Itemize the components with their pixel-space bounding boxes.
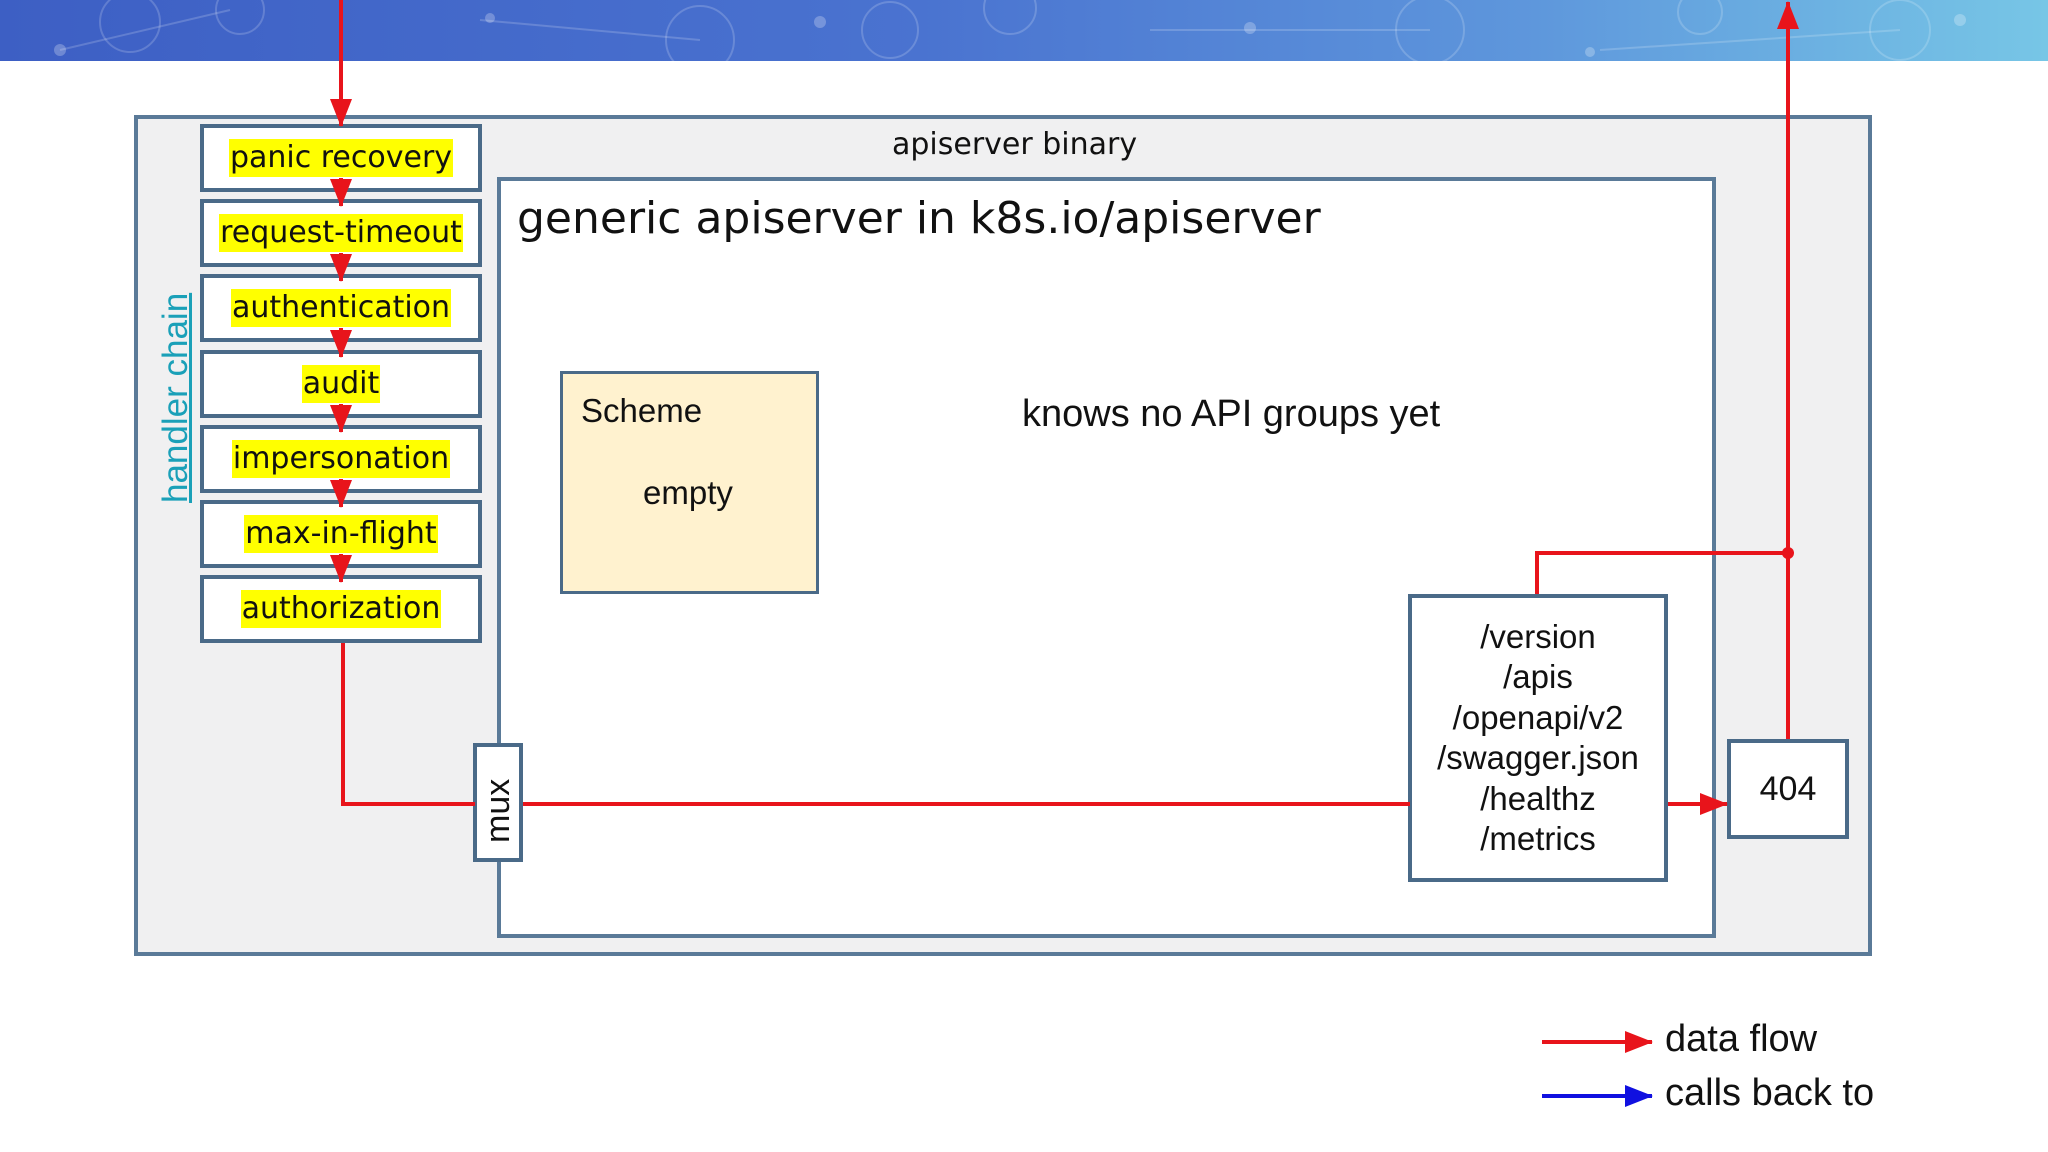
junction-dot xyxy=(1782,547,1794,559)
legend-calls-back-label: calls back to xyxy=(1665,1072,1875,1114)
handler-label: panic recovery xyxy=(228,139,454,177)
scheme-box xyxy=(560,371,819,594)
handler-authorization: authorization xyxy=(200,575,482,643)
handler-max-in-flight: max-in-flight xyxy=(200,500,482,568)
endpoint-apis: /apis xyxy=(1503,658,1573,695)
endpoints-box: /version /apis /openapi/v2 /swagger.json… xyxy=(1408,594,1668,882)
not-found-box: 404 xyxy=(1727,739,1849,839)
arrow-to-mux xyxy=(341,643,475,806)
scheme-content: empty xyxy=(643,474,733,511)
endpoint-openapi: /openapi/v2 xyxy=(1452,698,1624,736)
apiserver-binary-label: apiserver binary xyxy=(892,127,1138,162)
handler-label: authorization xyxy=(240,590,442,628)
not-found-label: 404 xyxy=(1759,769,1817,808)
api-groups-note: knows no API groups yet xyxy=(1022,393,1441,435)
endpoint-swagger: /swagger.json xyxy=(1437,739,1639,776)
scheme-title: Scheme xyxy=(581,392,703,429)
handler-label: authentication xyxy=(230,289,452,327)
legend-data-flow-label: data flow xyxy=(1665,1018,1818,1060)
handler-label: max-in-flight xyxy=(244,515,438,553)
endpoint-version: /version xyxy=(1480,617,1596,655)
handler-label: request-timeout xyxy=(219,214,463,252)
arrow-endpoints-return xyxy=(1535,551,1788,594)
handler-panic-recovery: panic recovery xyxy=(200,124,482,192)
endpoint-metrics: /metrics xyxy=(1480,820,1596,857)
handler-label: impersonation xyxy=(231,440,451,478)
endpoint-healthz: /healthz xyxy=(1480,779,1596,817)
banner-network-pattern xyxy=(54,0,1966,61)
generic-apiserver-title: generic apiserver in k8s.io/apiserver xyxy=(517,193,1321,244)
handler-label: audit xyxy=(301,365,381,403)
